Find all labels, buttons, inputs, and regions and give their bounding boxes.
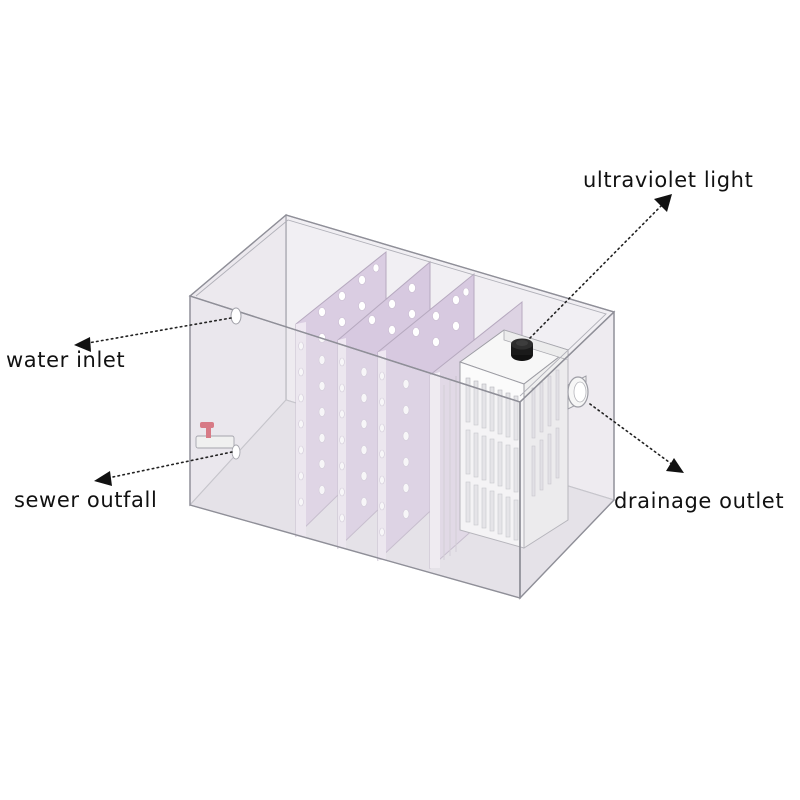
arrowhead-icon [654, 194, 672, 212]
uv-light-cap-icon [511, 338, 533, 361]
label-water-inlet: water inlet [6, 348, 125, 372]
valve-icon [195, 422, 241, 460]
tank-front-glass [188, 214, 616, 600]
arrowhead-icon [74, 337, 91, 352]
callouts [74, 194, 684, 486]
arrowhead-icon [666, 458, 684, 473]
label-sewer-outfall: sewer outfall [14, 488, 157, 512]
water-inlet-port [230, 307, 242, 325]
arrowhead-icon [94, 471, 112, 486]
front-holes [298, 341, 410, 537]
label-ultraviolet-light: ultraviolet light [583, 168, 753, 192]
slat-panel [443, 376, 457, 560]
baffle-holes [318, 263, 470, 347]
filter-slots-side [531, 369, 560, 497]
filter-slots-front [465, 377, 519, 541]
filter-box [458, 329, 570, 549]
label-drainage-outlet: drainage outlet [614, 489, 784, 513]
drainage-outlet-pipe [567, 375, 589, 410]
